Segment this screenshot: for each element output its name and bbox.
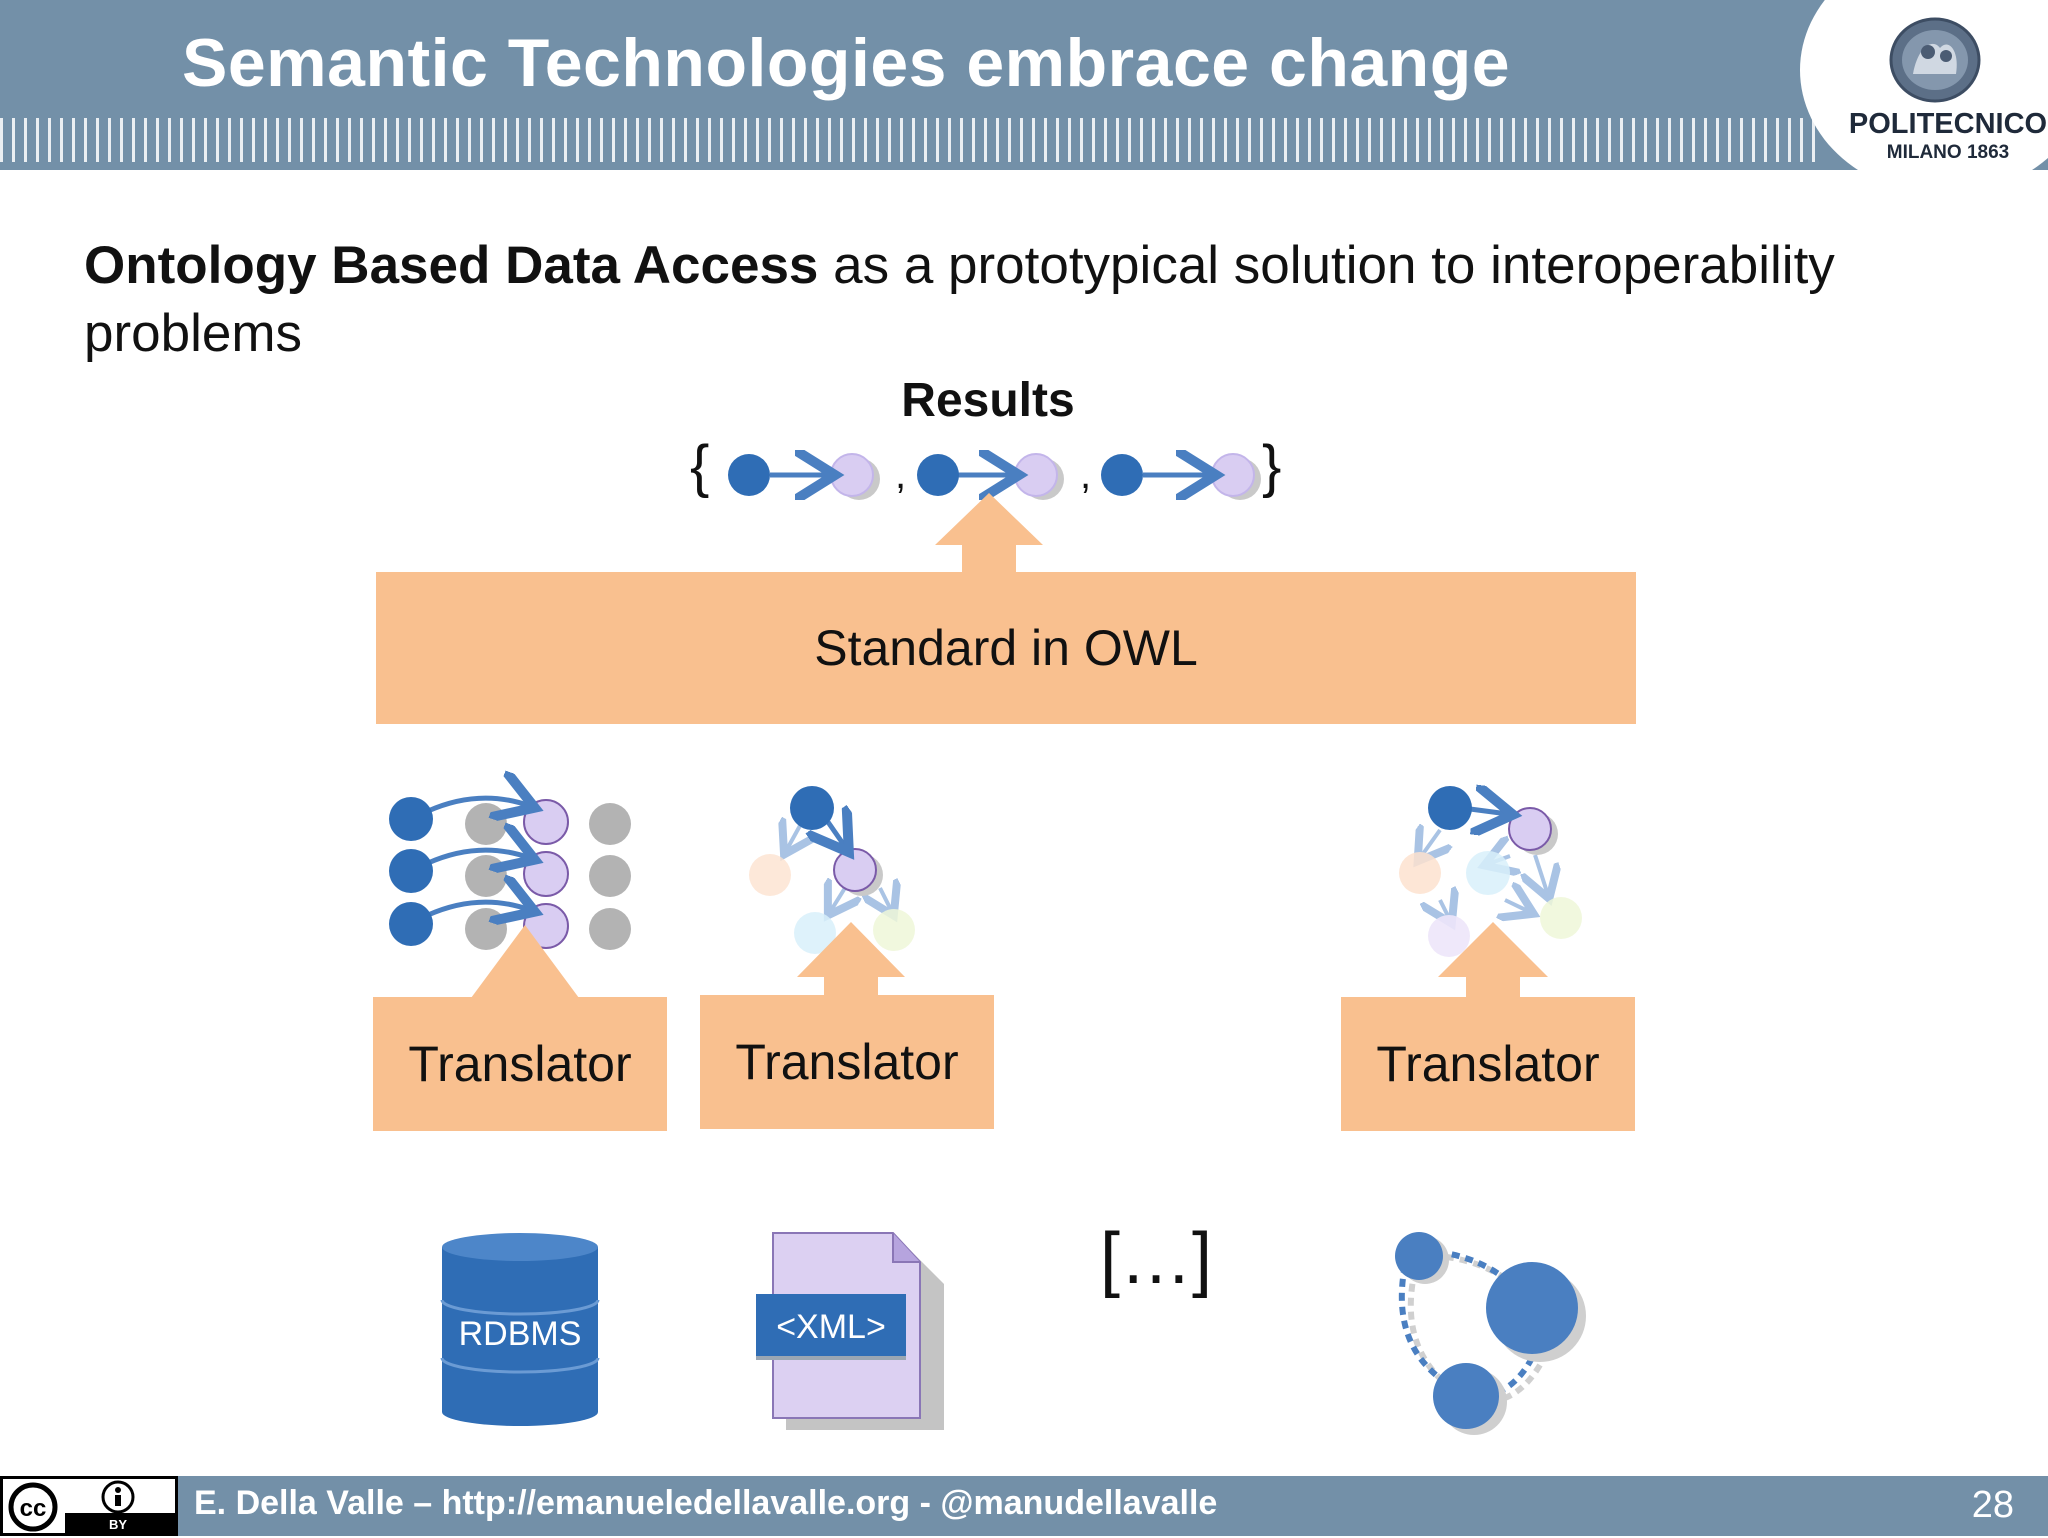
footer-bar [0,1476,2048,1536]
cc-license-badge: cc BY [0,1476,178,1536]
ontology-label: Standard in OWL [814,620,1198,676]
result-triple-3 [1101,454,1261,500]
footer-author-text: E. Della Valle – http://emanueledellaval… [194,1484,1218,1522]
translator-label: Translator [408,1036,632,1092]
rdbms-cylinder-icon [440,1233,600,1426]
ontology-up-arrow [935,493,1043,574]
graph-source-icon [1395,1232,1586,1435]
translator-box-2: Translator [700,995,994,1129]
result-close-brace: } [1262,434,1281,499]
results-label: Results [901,374,1075,427]
result-open-brace: { [690,434,709,499]
title-bar: Semantic Technologies embrace change POL… [0,0,2048,170]
result-set: { , , } [690,434,1281,500]
svg-text:cc: cc [20,1495,47,1522]
tick-pattern [0,118,1820,162]
license-by-label: BY [109,1517,127,1532]
translator-1-up-arrow [471,925,579,1000]
translator-label: Translator [1376,1036,1600,1092]
intro-text: Ontology Based Data Access as a prototyp… [84,232,1984,368]
graph-row [389,849,631,897]
translator-label: Translator [735,1034,959,1090]
result-triple-1 [728,454,880,500]
translator-box-1: Translator [373,997,667,1131]
cc-by-icon: cc BY [3,1479,175,1533]
ontology-box: Standard in OWL [376,572,1636,724]
translator-2-up-arrow [797,922,905,996]
result-separator-1: , [895,453,906,497]
translator-box-3: Translator [1341,997,1635,1131]
xml-label: <XML> [776,1308,886,1346]
graph-other [1399,786,1582,957]
politecnico-seal-icon [1889,17,1981,103]
intro-rest: as a prototypical solution to interopera… [84,236,1835,363]
more-sources-ellipsis: […] [1100,1219,1213,1299]
logo-subtitle: MILANO 1863 [1886,142,2010,163]
graph-rdbms [389,797,631,950]
result-separator-2: , [1080,453,1091,497]
page-number: 28 [1971,1484,2014,1526]
logo-name: POLITECNICO [1848,108,2048,140]
translator-3-up-arrow [1438,922,1548,998]
graph-xml [749,786,915,954]
rdbms-label: RDBMS [459,1315,582,1353]
graph-row [389,902,631,950]
graph-row [389,797,631,845]
xml-document-icon [756,1232,944,1430]
result-triple-2 [917,454,1064,500]
intro-bold: Ontology Based Data Access [84,236,819,295]
slide-title: Semantic Technologies embrace change [182,25,1511,101]
